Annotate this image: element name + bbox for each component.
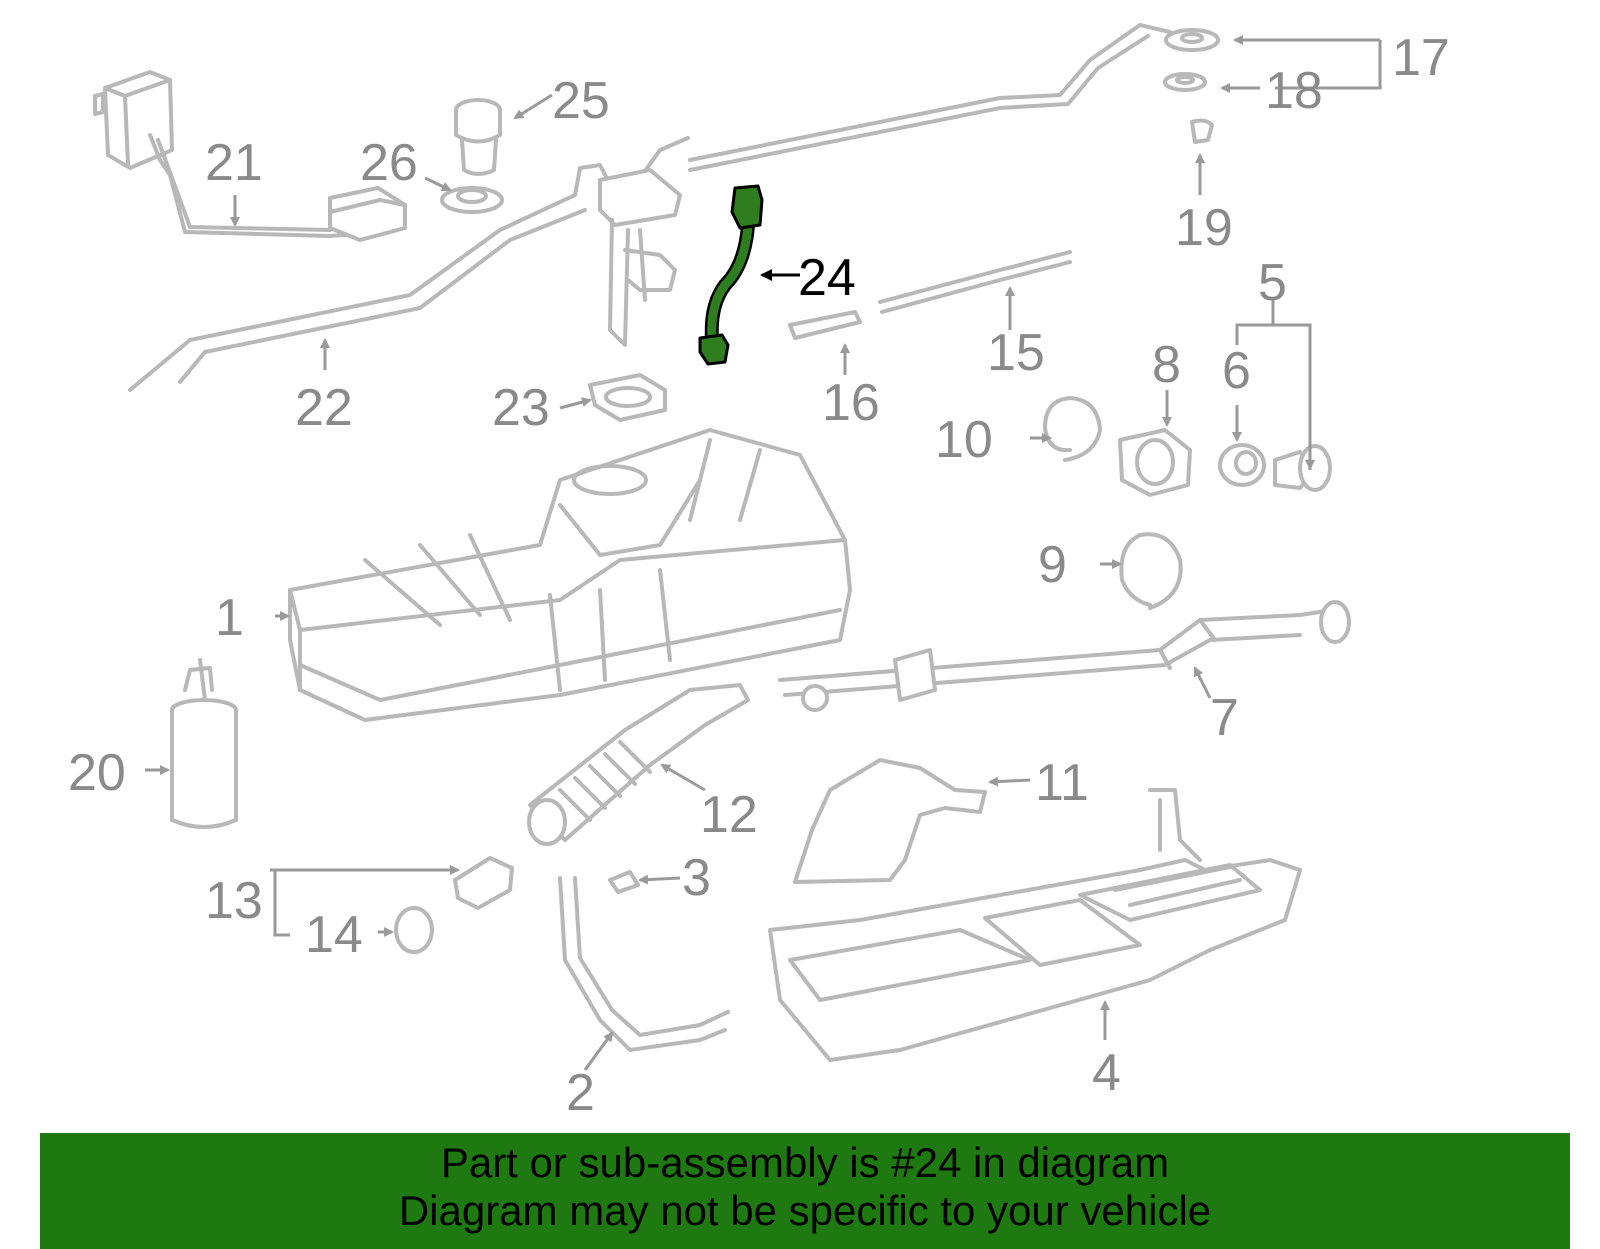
callout-14: 14 bbox=[305, 906, 363, 964]
callout-18: 18 bbox=[1265, 62, 1323, 120]
callout-15: 15 bbox=[987, 324, 1045, 382]
callout-5: 5 bbox=[1258, 254, 1287, 312]
callout-7: 7 bbox=[1210, 689, 1239, 747]
callout-9: 9 bbox=[1038, 536, 1067, 594]
callout-16: 16 bbox=[822, 374, 880, 432]
callout-19: 19 bbox=[1175, 199, 1233, 257]
callout-11: 11 bbox=[1035, 754, 1089, 812]
part-16-hose bbox=[788, 310, 862, 340]
callout-4: 4 bbox=[1092, 1044, 1121, 1102]
callout-10: 10 bbox=[935, 411, 993, 469]
part-10-clamp bbox=[1043, 396, 1102, 462]
callout-13: 13 bbox=[205, 872, 263, 930]
part-7-filler-pipe bbox=[778, 600, 1351, 712]
callout-17: 17 bbox=[1392, 29, 1450, 87]
banner-line-2: Diagram may not be specific to your vehi… bbox=[398, 1187, 1212, 1234]
part-9-ring bbox=[1119, 532, 1183, 610]
callout-25: 25 bbox=[552, 72, 610, 130]
callout-labels: 1 2 3 4 5 6 7 8 9 10 11 12 13 14 15 16 1… bbox=[68, 29, 1450, 1122]
part-14-oring bbox=[394, 906, 434, 954]
callout-21: 21 bbox=[205, 134, 263, 192]
part-6-ring bbox=[1218, 443, 1266, 487]
callout-23: 23 bbox=[492, 379, 550, 437]
part-19-clip bbox=[1190, 118, 1214, 144]
info-banner: Part or sub-assembly is #24 in diagram D… bbox=[40, 1133, 1570, 1249]
part-21-canister bbox=[93, 70, 407, 242]
callout-8: 8 bbox=[1152, 336, 1181, 394]
callout-12: 12 bbox=[700, 786, 758, 844]
part-17-grommet bbox=[1164, 28, 1220, 52]
part-11-shield bbox=[793, 758, 987, 884]
callout-26: 26 bbox=[360, 134, 418, 192]
callout-2: 2 bbox=[566, 1064, 595, 1122]
part-26-cap bbox=[440, 186, 504, 214]
part-12-filler-hose bbox=[527, 683, 750, 846]
part-24-wiring-harness bbox=[698, 184, 764, 366]
callout-20: 20 bbox=[68, 744, 126, 802]
sender-assembly bbox=[598, 168, 682, 347]
part-15-tube bbox=[878, 250, 1072, 314]
leader-lines bbox=[145, 35, 1382, 1071]
part-23-gasket bbox=[588, 373, 667, 422]
part-2-strap bbox=[558, 876, 730, 1052]
callout-6: 6 bbox=[1222, 342, 1251, 400]
callout-1: 1 bbox=[215, 589, 244, 647]
callout-22: 22 bbox=[295, 379, 353, 437]
part-18-washer bbox=[1163, 72, 1207, 92]
banner-line-1: Part or sub-assembly is #24 in diagram bbox=[440, 1139, 1170, 1186]
part-25-pump bbox=[454, 98, 502, 176]
callout-24: 24 bbox=[798, 249, 856, 307]
part-8-housing bbox=[1118, 428, 1192, 497]
part-5-fuel-cap bbox=[1273, 444, 1332, 492]
part-20-pump bbox=[170, 658, 238, 829]
callout-3: 3 bbox=[682, 849, 711, 907]
part-3-bolt bbox=[608, 870, 640, 894]
part-1-fuel-tank bbox=[288, 428, 852, 722]
part-13-valve bbox=[453, 856, 514, 910]
part-4-skid-plate bbox=[768, 788, 1302, 1062]
